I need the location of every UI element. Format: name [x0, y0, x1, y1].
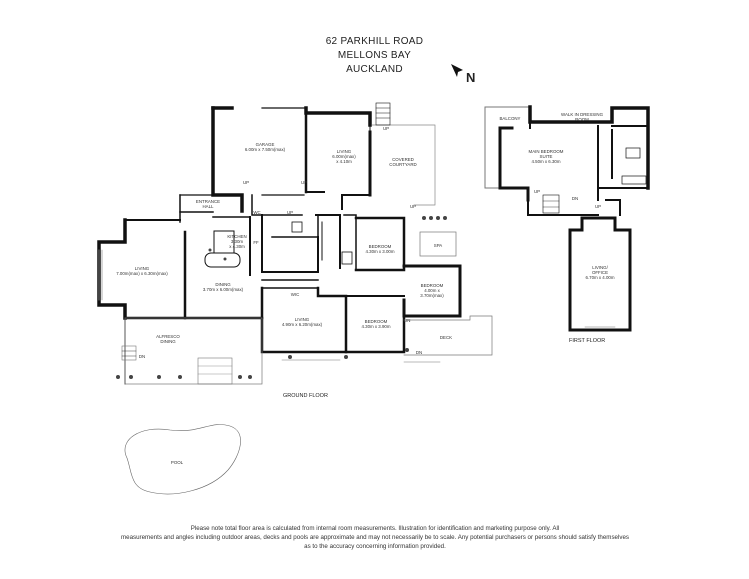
- living-left-dims: 7.00m(max) x 6.30m(max): [116, 271, 168, 276]
- dining-name: DINING: [215, 282, 231, 287]
- marker-wc: WC: [253, 210, 260, 215]
- ground-floor-walls: [97, 102, 493, 385]
- living-top-dims: 6.00m(max): [332, 154, 356, 159]
- address-line-3: AUCKLAND: [346, 64, 403, 75]
- bedroom2-name: BEDROOM: [421, 283, 444, 288]
- spa-name: SPA: [434, 243, 443, 248]
- pool-name: POOL: [171, 460, 184, 465]
- marker-up-7: UP: [595, 204, 601, 209]
- living-mid-dims: 4.90m x 6.20m(max): [282, 322, 323, 327]
- bedroom3-name: BEDROOM: [365, 319, 388, 324]
- living-mid-name: LIVING: [295, 317, 310, 322]
- disclaimer: Please note total floor area is calculat…: [100, 524, 650, 551]
- living-left-name: LIVING: [135, 266, 150, 271]
- kitchen-name: KITCHEN: [227, 234, 246, 239]
- alfresco-name2: DINING: [160, 339, 176, 344]
- main-bedroom-name2: SUITE: [540, 154, 553, 159]
- marker-wic: WIC: [291, 292, 300, 297]
- ground-floor-label: GROUND FLOOR: [283, 393, 328, 399]
- marker-lin: LIN: [404, 318, 411, 323]
- living-office-name2: OFFICE: [592, 270, 608, 275]
- courtyard-name2: COURTYARD: [389, 162, 416, 167]
- address-line-1: 62 PARKHILL ROAD: [325, 36, 424, 47]
- living-office-dims: 6.70m x 4.00m: [585, 275, 614, 280]
- balcony-name: BALCONY: [500, 116, 521, 121]
- first-floor-label: FIRST FLOOR: [569, 338, 606, 344]
- bedroom1-name: BEDROOM: [369, 244, 392, 249]
- living-top-name: LIVING: [337, 149, 352, 154]
- marker-up-4: UP: [287, 210, 293, 215]
- marker-up-3: UP: [301, 180, 307, 185]
- disclaimer-line-1: Please note total floor area is calculat…: [190, 525, 560, 532]
- marker-up-2: UP: [243, 180, 249, 185]
- disclaimer-line-3: as to the accuracy concerning informatio…: [304, 543, 446, 550]
- kitchen-dims2: x 4.30m: [229, 244, 245, 249]
- bedroom2-dims: 4.00m x: [424, 288, 440, 293]
- courtyard-name: COVERED: [392, 157, 414, 162]
- plants-decoration: [116, 216, 447, 379]
- garage-name: GARAGE: [256, 142, 275, 147]
- main-bedroom-dims: 4.50m x 6.30m: [531, 159, 560, 164]
- main-bedroom-name: MAIN BEDROOM: [529, 149, 564, 154]
- marker-up-5: UP: [410, 204, 416, 209]
- marker-up-1: UP: [383, 126, 389, 131]
- living-office-name: LIVING/: [592, 265, 608, 270]
- bedroom3-dims: 4.30m x 3.90m: [361, 324, 390, 329]
- living-top-dims2: x 4.10m: [336, 159, 352, 164]
- first-floor-walls: [484, 105, 650, 332]
- bedroom2-dims2: 3.70m(max): [420, 293, 444, 298]
- entrance-hall-name: ENTRANCE: [196, 199, 220, 204]
- marker-dn-3: DN: [572, 196, 578, 201]
- north-arrow-icon: [451, 64, 463, 77]
- kitchen-dims: 3.30m: [231, 239, 244, 244]
- walk-in-name: WALK IN DRESSING: [561, 112, 604, 117]
- garage-dims: 6.00m x 7.50m(max): [245, 147, 286, 152]
- north-label: N: [466, 70, 476, 85]
- marker-dn-1: DN: [139, 354, 145, 359]
- bedroom1-dims: 4.30m x 3.00m: [365, 249, 394, 254]
- entrance-hall-name2: HALL: [203, 204, 215, 209]
- pool-outline: [124, 424, 241, 495]
- dining-dims: 3.70m x 6.00m(max): [203, 287, 244, 292]
- north-indicator: N: [449, 62, 479, 85]
- marker-up-6: UP: [534, 189, 540, 194]
- deck-name: DECK: [440, 335, 452, 340]
- walk-in-name2: ROOM: [575, 117, 589, 122]
- marker-dn-2: DN: [416, 350, 422, 355]
- room-labels: GARAGE 6.00m x 7.50m(max) LIVING 6.00m(m…: [116, 112, 615, 465]
- disclaimer-line-2: measurements and angles including outdoo…: [120, 534, 629, 541]
- alfresco-name: ALFRESCO: [156, 334, 180, 339]
- address-line-2: MELLONS BAY: [337, 50, 412, 61]
- marker-ff: FF: [253, 240, 259, 245]
